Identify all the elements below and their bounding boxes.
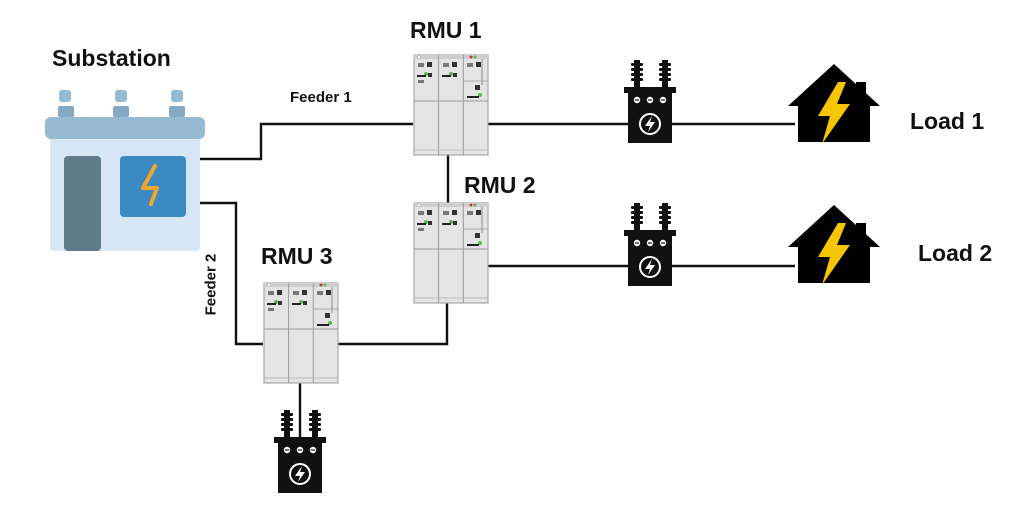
feeder-1-line	[200, 122, 413, 161]
rmu1-label: RMU 1	[410, 17, 482, 43]
load-2-label: Load 2	[918, 240, 993, 266]
load-1-house-icon	[788, 64, 880, 144]
feeder-1-label: Feeder 1	[290, 89, 352, 106]
rmu1-switchgear-icon	[413, 54, 489, 156]
feeder-2-line	[200, 201, 263, 346]
rmu3-switchgear-icon	[263, 282, 339, 384]
substation-label: Substation	[52, 45, 171, 71]
substation-icon	[45, 90, 205, 251]
rmu3-rmu2-line	[337, 301, 449, 346]
rmu3-label: RMU 3	[261, 243, 333, 269]
transformer-2-icon	[623, 202, 677, 287]
load-1-label: Load 1	[910, 108, 985, 134]
load-2-house-icon	[788, 205, 880, 285]
transformer-1-icon	[623, 59, 677, 144]
rmu2-switchgear-icon	[413, 202, 489, 304]
rmu2-label: RMU 2	[464, 172, 536, 198]
feeder-2-label: Feeder 2	[202, 253, 220, 316]
